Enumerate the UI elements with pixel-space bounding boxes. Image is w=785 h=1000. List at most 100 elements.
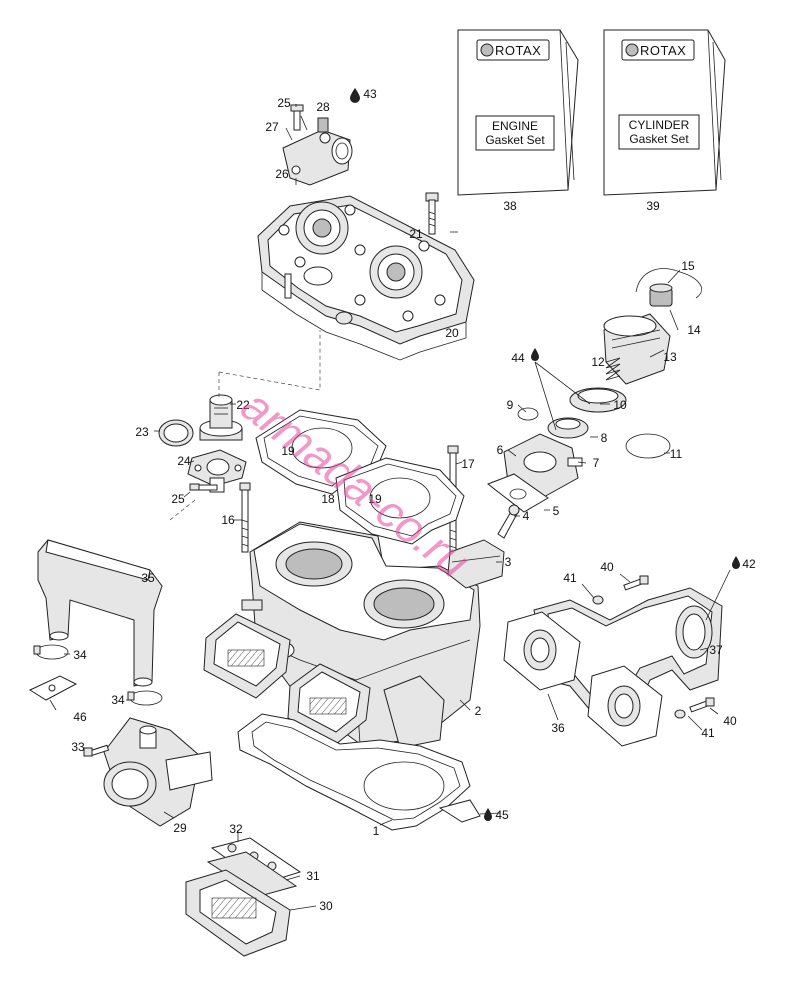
part-callout-28: 28 (316, 100, 330, 114)
part-callout-41: 41 (563, 571, 577, 585)
exhaust-manifold (533, 587, 723, 723)
part-callout-45: 45 (495, 808, 509, 822)
part-callout-40: 40 (723, 714, 737, 728)
part-callout-33: 33 (71, 740, 85, 754)
bolt-25-lower (189, 483, 218, 491)
valve-cap-nut-14 (649, 283, 673, 307)
base-gasket (237, 713, 481, 831)
part-callout-16: 16 (221, 513, 235, 527)
part-callout-11: 11 (670, 447, 683, 461)
kit-title-line2: Gasket Set (485, 133, 545, 147)
kit-title-line1: ENGINE (492, 119, 538, 133)
part-callout-32: 32 (229, 822, 243, 836)
part-callout-37: 37 (709, 643, 723, 657)
rave-valve-port-right (287, 663, 371, 745)
part-callout-5: 5 (553, 504, 560, 518)
part-callout-30: 30 (319, 899, 333, 913)
head-gasket-19 (335, 457, 465, 545)
spring-clip-15 (635, 268, 702, 299)
sealant-drop-icons (350, 88, 740, 821)
part-callout-19: 19 (368, 492, 382, 506)
rave-valve-port-left (203, 613, 291, 699)
plug-28 (317, 117, 329, 133)
bolt-40-upper (623, 575, 649, 591)
part-callout-20: 20 (445, 326, 459, 340)
o-ring-9 (517, 407, 539, 421)
part-callout-31: 31 (306, 869, 320, 883)
kit-brand-logo: ROTAX (640, 43, 686, 58)
washer-41-lower (674, 709, 686, 719)
leader-lines (49, 115, 731, 911)
part-callout-38: 38 (503, 199, 517, 213)
hose-clamp-34-upper (33, 644, 69, 660)
diaphragm-10 (569, 387, 627, 413)
bolt-40-lower (689, 697, 715, 713)
spring-12 (605, 357, 621, 381)
gasket-5 (486, 473, 549, 513)
part-callout-19: 19 (281, 444, 295, 458)
part-callout-34: 34 (73, 648, 87, 662)
bolt-33 (83, 744, 110, 757)
cylinder-gasket-set-kit: ROTAX CYLINDER Gasket Set 39 (603, 29, 726, 213)
engine-gasket-set-kit: ROTAX ENGINE Gasket Set 38 (457, 29, 579, 213)
part-callout-36: 36 (551, 721, 565, 735)
part-callout-40: 40 (600, 560, 614, 574)
carburetor-flange-29 (103, 717, 213, 827)
part-callout-34: 34 (111, 693, 125, 707)
part-callout-21: 21 (409, 227, 423, 241)
o-ring-11 (625, 433, 671, 459)
part-callout-29: 29 (173, 821, 187, 835)
part-callout-13: 13 (663, 350, 677, 364)
kit-title-line1: CYLINDER (629, 118, 690, 132)
part-callouts: 25 28 43 27 26 21 20 15 14 13 12 44 9 10… (71, 87, 756, 913)
bracket-46 (28, 675, 78, 701)
part-callout-23: 23 (135, 425, 149, 439)
part-callout-2: 2 (475, 704, 482, 718)
part-callout-46: 46 (73, 710, 87, 724)
bolt-25-top (290, 104, 304, 131)
rave-valve-blade-3 (447, 539, 505, 589)
part-callout-18: 18 (321, 492, 335, 506)
part-callout-43: 43 (363, 87, 377, 101)
water-hose-35 (37, 539, 163, 687)
part-callout-1: 1 (373, 824, 380, 838)
part-callout-39: 39 (646, 199, 660, 213)
kit-title-line2: Gasket Set (629, 132, 689, 146)
kit-brand-logo: ROTAX (495, 43, 541, 58)
bolt-21 (425, 192, 439, 235)
part-callout-17: 17 (461, 457, 475, 471)
stud-16 (239, 482, 251, 553)
rave-valve-cover-13 (603, 313, 671, 385)
part-callout-44: 44 (511, 351, 525, 365)
part-callout-24: 24 (177, 454, 191, 468)
exhaust-flange-36-lower (587, 665, 663, 747)
part-callout-15: 15 (681, 259, 695, 273)
part-callout-22: 22 (236, 398, 250, 412)
part-callout-8: 8 (601, 431, 608, 445)
part-callout-14: 14 (687, 323, 701, 337)
piston-8 (547, 417, 589, 439)
part-callout-12: 12 (591, 355, 605, 369)
thermostat (199, 394, 243, 441)
part-callout-7: 7 (593, 456, 600, 470)
part-callout-6: 6 (497, 443, 504, 457)
part-callout-10: 10 (613, 398, 627, 412)
part-callout-35: 35 (141, 571, 155, 585)
part-callout-3: 3 (505, 555, 512, 569)
part-callout-42: 42 (742, 557, 756, 571)
part-callout-41: 41 (701, 726, 715, 740)
hose-clamp-34-lower (127, 690, 163, 706)
part-callout-26: 26 (275, 167, 289, 181)
valve-rod-4 (497, 504, 520, 539)
washer-41-upper (592, 595, 604, 605)
cylinder-head (257, 195, 475, 361)
reed-block-30 (185, 869, 291, 957)
part-callout-4: 4 (523, 509, 530, 523)
exhaust-flange-36-upper (503, 611, 581, 691)
part-callout-25: 25 (277, 96, 291, 110)
part-callout-27: 27 (265, 120, 279, 134)
o-ring-23 (158, 419, 194, 447)
part-callout-9: 9 (507, 398, 514, 412)
water-outlet-elbow (282, 129, 353, 186)
